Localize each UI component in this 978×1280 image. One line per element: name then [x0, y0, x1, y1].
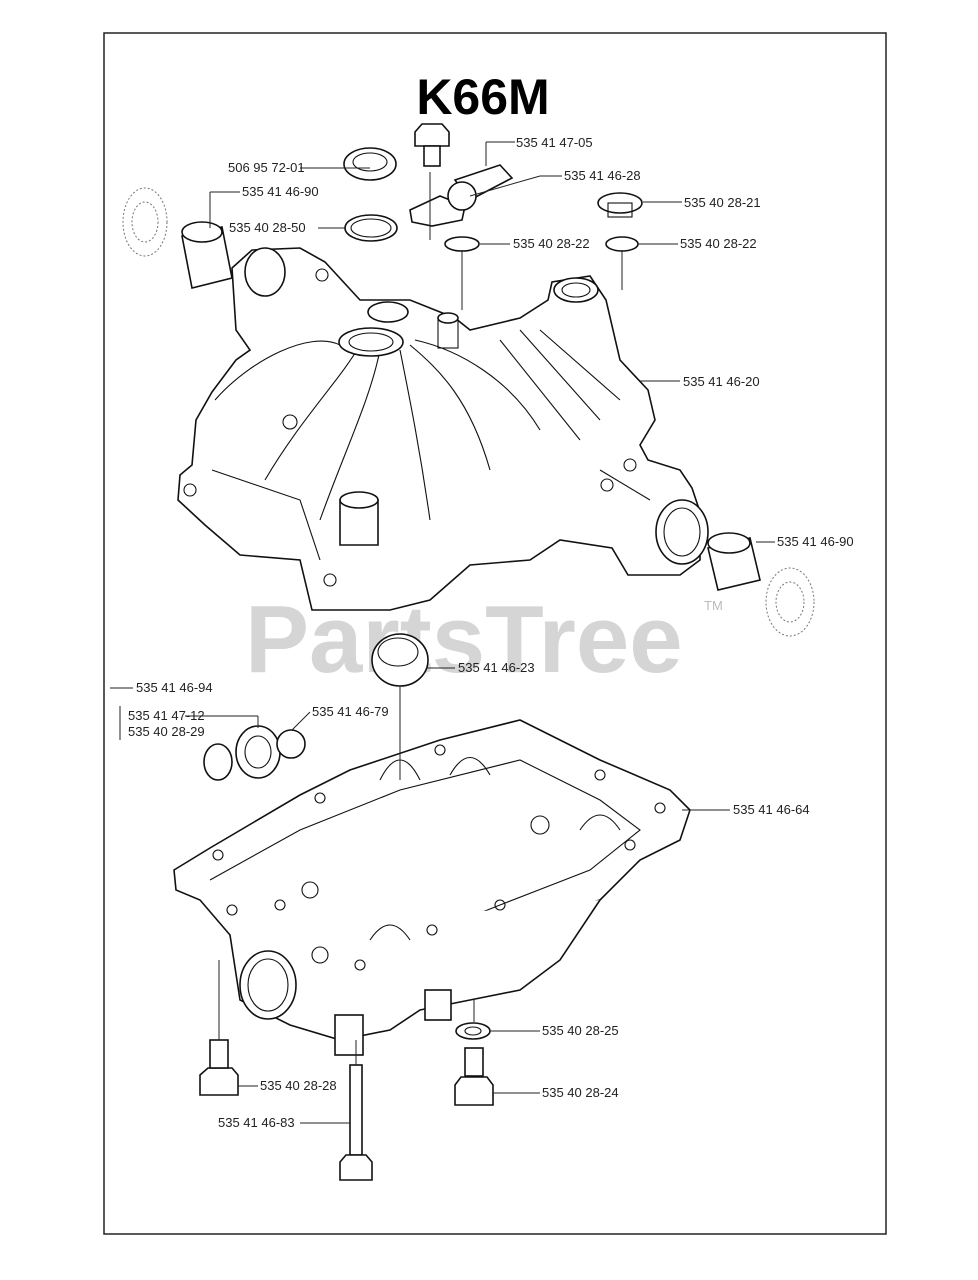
- label-535-40-28-29: 535 40 28-29: [128, 724, 205, 739]
- leader-lines: [110, 141, 775, 1124]
- label-535-40-28-28: 535 40 28-28: [260, 1078, 337, 1093]
- label-535-41-46-64: 535 41 46-64: [733, 802, 810, 817]
- label-535-41-46-94: 535 41 46-94: [136, 680, 213, 695]
- upper-housing: [177, 247, 709, 611]
- diagram-frame: [103, 32, 887, 1235]
- label-535-41-46-90-right: 535 41 46-90: [777, 534, 854, 549]
- label-535-41-46-90-top: 535 41 46-90: [242, 184, 319, 199]
- part-labels: 506 95 72-01 535 41 47-05 535 41 46-90 5…: [128, 135, 854, 1130]
- label-535-41-46-23: 535 41 46-23: [458, 660, 535, 675]
- label-535-41-46-83: 535 41 46-83: [218, 1115, 295, 1130]
- label-535-41-46-79: 535 41 46-79: [312, 704, 389, 719]
- label-535-41-46-28: 535 41 46-28: [564, 168, 641, 183]
- label-535-40-28-24: 535 40 28-24: [542, 1085, 619, 1100]
- label-535-41-47-05: 535 41 47-05: [516, 135, 593, 150]
- lower-parts: [199, 725, 494, 1181]
- label-535-41-47-12: 535 41 47-12: [128, 708, 205, 723]
- label-535-41-46-20: 535 41 46-20: [683, 374, 760, 389]
- label-535-40-28-50: 535 40 28-50: [229, 220, 306, 235]
- label-535-40-28-25: 535 40 28-25: [542, 1023, 619, 1038]
- label-506-95-72-01: 506 95 72-01: [228, 160, 305, 175]
- trademark-symbol: TM: [704, 598, 723, 613]
- diagram-title: K66M: [416, 69, 549, 125]
- label-535-40-28-21: 535 40 28-21: [684, 195, 761, 210]
- label-535-40-28-22-a: 535 40 28-22: [513, 236, 590, 251]
- upper-parts: [122, 123, 815, 687]
- label-535-40-28-22-b: 535 40 28-22: [680, 236, 757, 251]
- lower-housing: [173, 719, 691, 1056]
